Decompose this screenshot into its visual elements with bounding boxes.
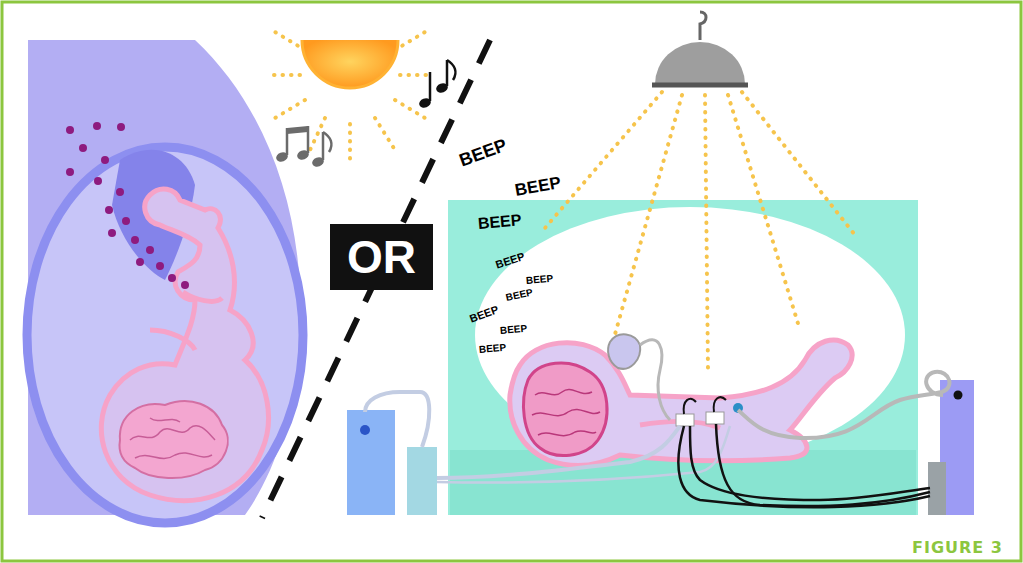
tube bbox=[437, 426, 680, 478]
pump-box bbox=[407, 447, 437, 515]
incubator-window bbox=[475, 207, 905, 463]
incubator bbox=[448, 200, 918, 515]
sun-rays bbox=[268, 32, 432, 160]
monitor-box bbox=[347, 410, 395, 515]
lamp-rim bbox=[652, 83, 748, 88]
tube bbox=[640, 340, 670, 420]
sensors bbox=[676, 397, 743, 426]
fetus-arm bbox=[183, 292, 222, 301]
lamp bbox=[655, 42, 745, 84]
sun bbox=[302, 40, 398, 88]
oxygen-mask bbox=[608, 334, 640, 368]
monitor-knob bbox=[360, 425, 370, 435]
wire bbox=[716, 424, 930, 506]
figure-caption: FIGURE 3 bbox=[912, 540, 1003, 556]
connector-box bbox=[928, 462, 946, 515]
sun-edge bbox=[302, 40, 398, 88]
fetal-brain bbox=[120, 401, 228, 478]
beep-sound: BEEP bbox=[514, 174, 563, 199]
brain-folds bbox=[532, 389, 600, 435]
lamp-hook bbox=[700, 12, 706, 40]
ventilator-knob bbox=[954, 391, 963, 400]
uterus bbox=[27, 147, 303, 523]
baby-brain bbox=[524, 363, 607, 456]
music-notes bbox=[275, 60, 456, 168]
brain-folds bbox=[130, 418, 215, 459]
tube bbox=[437, 426, 730, 483]
nutrient-dots bbox=[66, 122, 189, 289]
wire bbox=[678, 426, 930, 507]
wire bbox=[690, 426, 930, 500]
fetus-arm bbox=[150, 330, 195, 350]
baby bbox=[510, 340, 852, 465]
beep-sound: BEEP bbox=[457, 136, 509, 170]
tube bbox=[738, 372, 949, 438]
tube bbox=[365, 392, 429, 447]
or-text: OR bbox=[347, 234, 416, 280]
lamp-rays bbox=[545, 92, 855, 370]
or-box: OR bbox=[330, 224, 433, 290]
fetus bbox=[101, 189, 268, 501]
